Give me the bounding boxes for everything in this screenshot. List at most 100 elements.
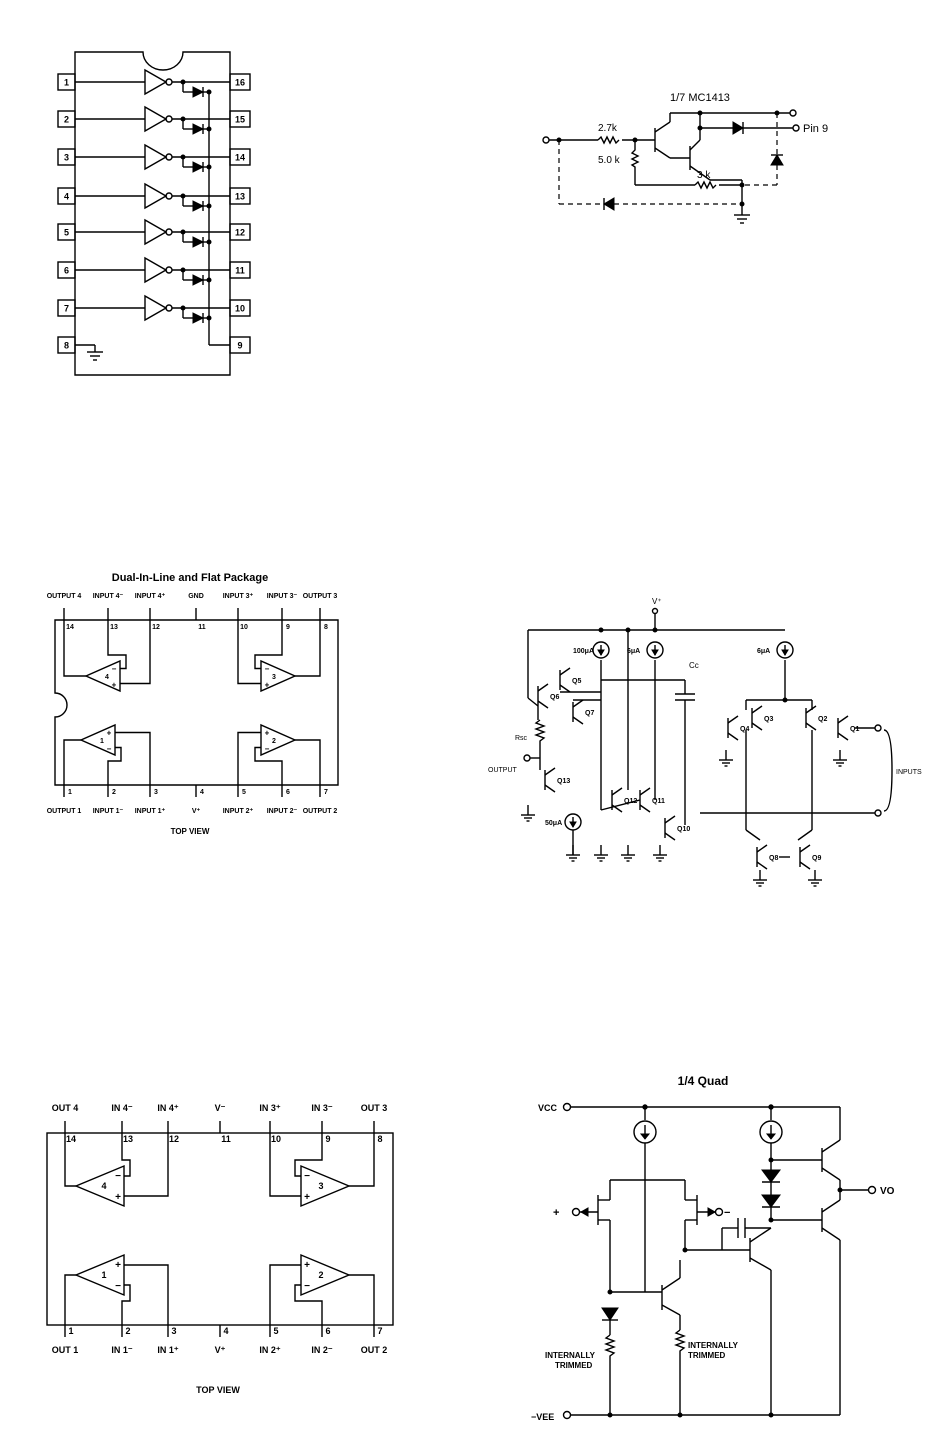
opamp-number: 2 xyxy=(318,1270,323,1280)
pin-top-label: OUT 3 xyxy=(361,1103,388,1113)
pin-bottom-label: IN 2⁺ xyxy=(259,1345,281,1355)
trim1-label: INTERNALLY xyxy=(545,1351,596,1360)
opamp-sign: + xyxy=(107,729,112,738)
ic1-pin-label: 4 xyxy=(64,192,69,202)
pin-top-label: OUTPUT 3 xyxy=(303,593,338,600)
pin-bottom-number: 2 xyxy=(125,1326,130,1336)
opamp-sign: + xyxy=(304,1192,310,1203)
trim1b-label: TRIMMED xyxy=(555,1361,593,1370)
pin-bottom-label: INPUT 1⁺ xyxy=(135,808,166,815)
resistor-r2-label: 5.0 k xyxy=(598,155,621,166)
transistor-label: Q3 xyxy=(764,716,773,723)
pin-top-label: OUT 4 xyxy=(52,1103,79,1113)
opamp-sign: − xyxy=(115,1281,121,1292)
current-source xyxy=(776,641,794,659)
pin-top-label: IN 3⁺ xyxy=(259,1103,281,1113)
opamp-sign: − xyxy=(115,1171,121,1182)
pin-bottom-number: 5 xyxy=(242,789,246,796)
pin-top-number: 13 xyxy=(110,624,118,631)
current-label: 100μA xyxy=(573,648,594,655)
opamp-number: 1 xyxy=(100,738,104,745)
transistor-label: Q11 xyxy=(652,798,665,805)
pin-bottom-label: INPUT 2⁻ xyxy=(267,808,298,815)
opamp-sign: − xyxy=(304,1171,310,1182)
clamp-diode xyxy=(192,161,205,173)
pin-top-number: 14 xyxy=(66,1134,76,1144)
inverter-gate xyxy=(144,256,168,284)
opamp-sign: − xyxy=(265,745,270,754)
current-label: 50μA xyxy=(545,820,562,827)
pin-bottom-label: OUT 2 xyxy=(361,1345,388,1355)
clamp-diode xyxy=(192,236,205,248)
ic1-pin-label: 6 xyxy=(64,266,69,276)
pin-top-number: 11 xyxy=(198,624,206,631)
pin-top-number: 10 xyxy=(240,624,248,631)
rsc-label: Rsc xyxy=(515,735,528,742)
pin-top-number: 9 xyxy=(325,1134,330,1144)
pin-bottom-label: IN 2⁻ xyxy=(311,1345,333,1355)
opamp-triangle xyxy=(74,1164,125,1208)
pin-top-number: 10 xyxy=(271,1134,281,1144)
pin-bottom-number: 5 xyxy=(273,1326,278,1336)
pin-bottom-number: 7 xyxy=(324,789,328,796)
opamp-sign: − xyxy=(304,1281,310,1292)
inverter-gate xyxy=(144,105,168,133)
pin-bottom-label: V⁺ xyxy=(192,808,201,815)
current-source xyxy=(646,641,664,659)
ic1-pin-label: 5 xyxy=(64,228,69,238)
ic1-pin-label: 10 xyxy=(235,304,245,314)
pin-bottom-label: IN 1⁺ xyxy=(157,1345,179,1355)
pin-top-number: 8 xyxy=(377,1134,382,1144)
pin-bottom-label: IN 1⁻ xyxy=(111,1345,133,1355)
pin-top-number: 9 xyxy=(286,624,290,631)
pin-bottom-label: OUTPUT 2 xyxy=(303,808,338,815)
cc-label: Cc xyxy=(689,661,699,670)
pin-bottom-number: 7 xyxy=(377,1326,382,1336)
dip1-footer: TOP VIEW xyxy=(171,827,210,836)
ic1-pin-label: 3 xyxy=(64,153,69,163)
inputs-label: INPUTS xyxy=(896,769,922,776)
ic1-pin-label: 13 xyxy=(235,192,245,202)
inverter-gate xyxy=(144,68,168,96)
vcc-label: VCC xyxy=(538,1103,558,1113)
clamp-diode xyxy=(192,312,205,324)
darlington-title: 1/7 MC1413 xyxy=(670,92,730,104)
resistor-r1-label: 2.7k xyxy=(598,123,618,134)
opamp-number: 3 xyxy=(272,674,276,681)
ic1-pin-label: 16 xyxy=(235,78,245,88)
pin-bottom-label: OUT 1 xyxy=(52,1345,79,1355)
opamp-number: 3 xyxy=(318,1181,323,1191)
pin-top-number: 12 xyxy=(169,1134,179,1144)
transistor-label: Q6 xyxy=(550,694,559,701)
opamp-sign: + xyxy=(265,729,270,738)
opamp-number: 4 xyxy=(105,674,109,681)
pin-top-label: INPUT 4⁻ xyxy=(93,593,124,600)
pin-bottom-label: INPUT 2⁺ xyxy=(223,808,254,815)
current-label: 6μA xyxy=(757,648,770,655)
transistor-label: Q9 xyxy=(812,855,821,862)
resistor-r3-label: 3 k xyxy=(697,170,711,181)
quad-dip-title: Dual-In-Line and Flat Package xyxy=(112,572,268,584)
vplus-label: V⁺ xyxy=(652,597,662,606)
transistor-label: Q13 xyxy=(557,778,570,785)
transistor-label: Q5 xyxy=(572,678,581,685)
opamp-triangle xyxy=(74,1253,125,1297)
pin-top-label: INPUT 3⁻ xyxy=(267,593,298,600)
opamp-triangle xyxy=(260,723,297,757)
pin-top-label: INPUT 4⁺ xyxy=(135,593,166,600)
ic1-pin-label: 7 xyxy=(64,304,69,314)
transistor-label: Q10 xyxy=(677,826,690,833)
opamp-sign: + xyxy=(265,681,270,690)
pin-bottom-label: OUTPUT 1 xyxy=(47,808,82,815)
ic1-pin-label: 14 xyxy=(235,153,245,163)
clamp-diode xyxy=(192,86,205,98)
pin-top-label: OUTPUT 4 xyxy=(47,593,82,600)
opamp-number: 4 xyxy=(101,1181,106,1191)
quad-internal-schematic: 1/4 Quad VCC VO + − xyxy=(531,1074,895,1422)
opamp-number: 2 xyxy=(272,738,276,745)
opamp-sign: + xyxy=(304,1260,310,1271)
inverter-gate xyxy=(144,294,168,322)
